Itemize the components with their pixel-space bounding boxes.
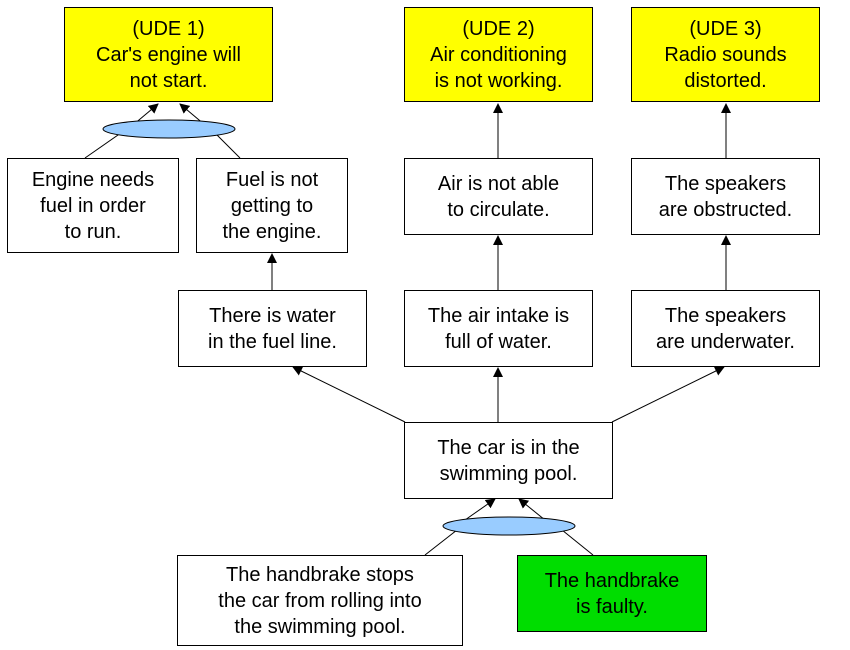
air-circulate-text: Air is not able to circulate. bbox=[437, 172, 560, 221]
arrow-and-to-car-pool-right bbox=[518, 498, 546, 521]
handbrake-stops-text: The handbrake stops the car from rolling… bbox=[218, 563, 422, 638]
water-fuel-line-text: There is water in the fuel line. bbox=[208, 304, 337, 353]
and-junction-ellipse-top bbox=[102, 119, 236, 139]
arrow-car-pool-to-speakers-underwater bbox=[611, 366, 725, 423]
air-circulate-box: Air is not able to circulate. bbox=[404, 158, 593, 235]
handbrake-faulty-text: The handbrake is faulty. bbox=[544, 569, 680, 618]
speakers-underwater-text: The speakers are underwater. bbox=[656, 304, 795, 353]
water-fuel-line-box: There is water in the fuel line. bbox=[178, 290, 367, 367]
fuel-not-getting-text: Fuel is not getting to the engine. bbox=[222, 168, 322, 243]
car-in-pool-box: The car is in the swimming pool. bbox=[404, 422, 613, 499]
speakers-obstructed-box: The speakers are obstructed. bbox=[631, 158, 820, 235]
engine-needs-fuel-box: Engine needs fuel in order to run. bbox=[7, 158, 179, 253]
speakers-underwater-box: The speakers are underwater. bbox=[631, 290, 820, 367]
handbrake-stops-box: The handbrake stops the car from rolling… bbox=[177, 555, 463, 646]
connector-handbrake-faulty-to-and bbox=[561, 529, 594, 556]
arrow-car-pool-to-water-fuel-line bbox=[292, 366, 406, 423]
fuel-not-getting-box: Fuel is not getting to the engine. bbox=[196, 158, 348, 253]
and-junction-ellipse-bottom bbox=[442, 516, 576, 536]
ude1-box: (UDE 1) Car's engine will not start. bbox=[64, 7, 273, 102]
air-intake-water-box: The air intake is full of water. bbox=[404, 290, 593, 367]
handbrake-faulty-box: The handbrake is faulty. bbox=[517, 555, 707, 632]
ude2-box: (UDE 2) Air conditioning is not working. bbox=[404, 7, 593, 102]
arrow-and-to-car-pool-left bbox=[464, 498, 496, 521]
speakers-obstructed-text: The speakers are obstructed. bbox=[658, 172, 793, 221]
ude3-box: (UDE 3) Radio sounds distorted. bbox=[631, 7, 820, 102]
air-intake-water-text: The air intake is full of water. bbox=[427, 304, 570, 353]
car-in-pool-text: The car is in the swimming pool. bbox=[437, 436, 580, 485]
ude1-text: (UDE 1) Car's engine will not start. bbox=[96, 17, 241, 92]
engine-needs-fuel-text: Engine needs fuel in order to run. bbox=[31, 168, 155, 243]
connector-handbrake-stops-to-and bbox=[424, 529, 458, 556]
ude3-text: (UDE 3) Radio sounds distorted. bbox=[664, 17, 787, 92]
ude2-text: (UDE 2) Air conditioning is not working. bbox=[430, 17, 567, 92]
